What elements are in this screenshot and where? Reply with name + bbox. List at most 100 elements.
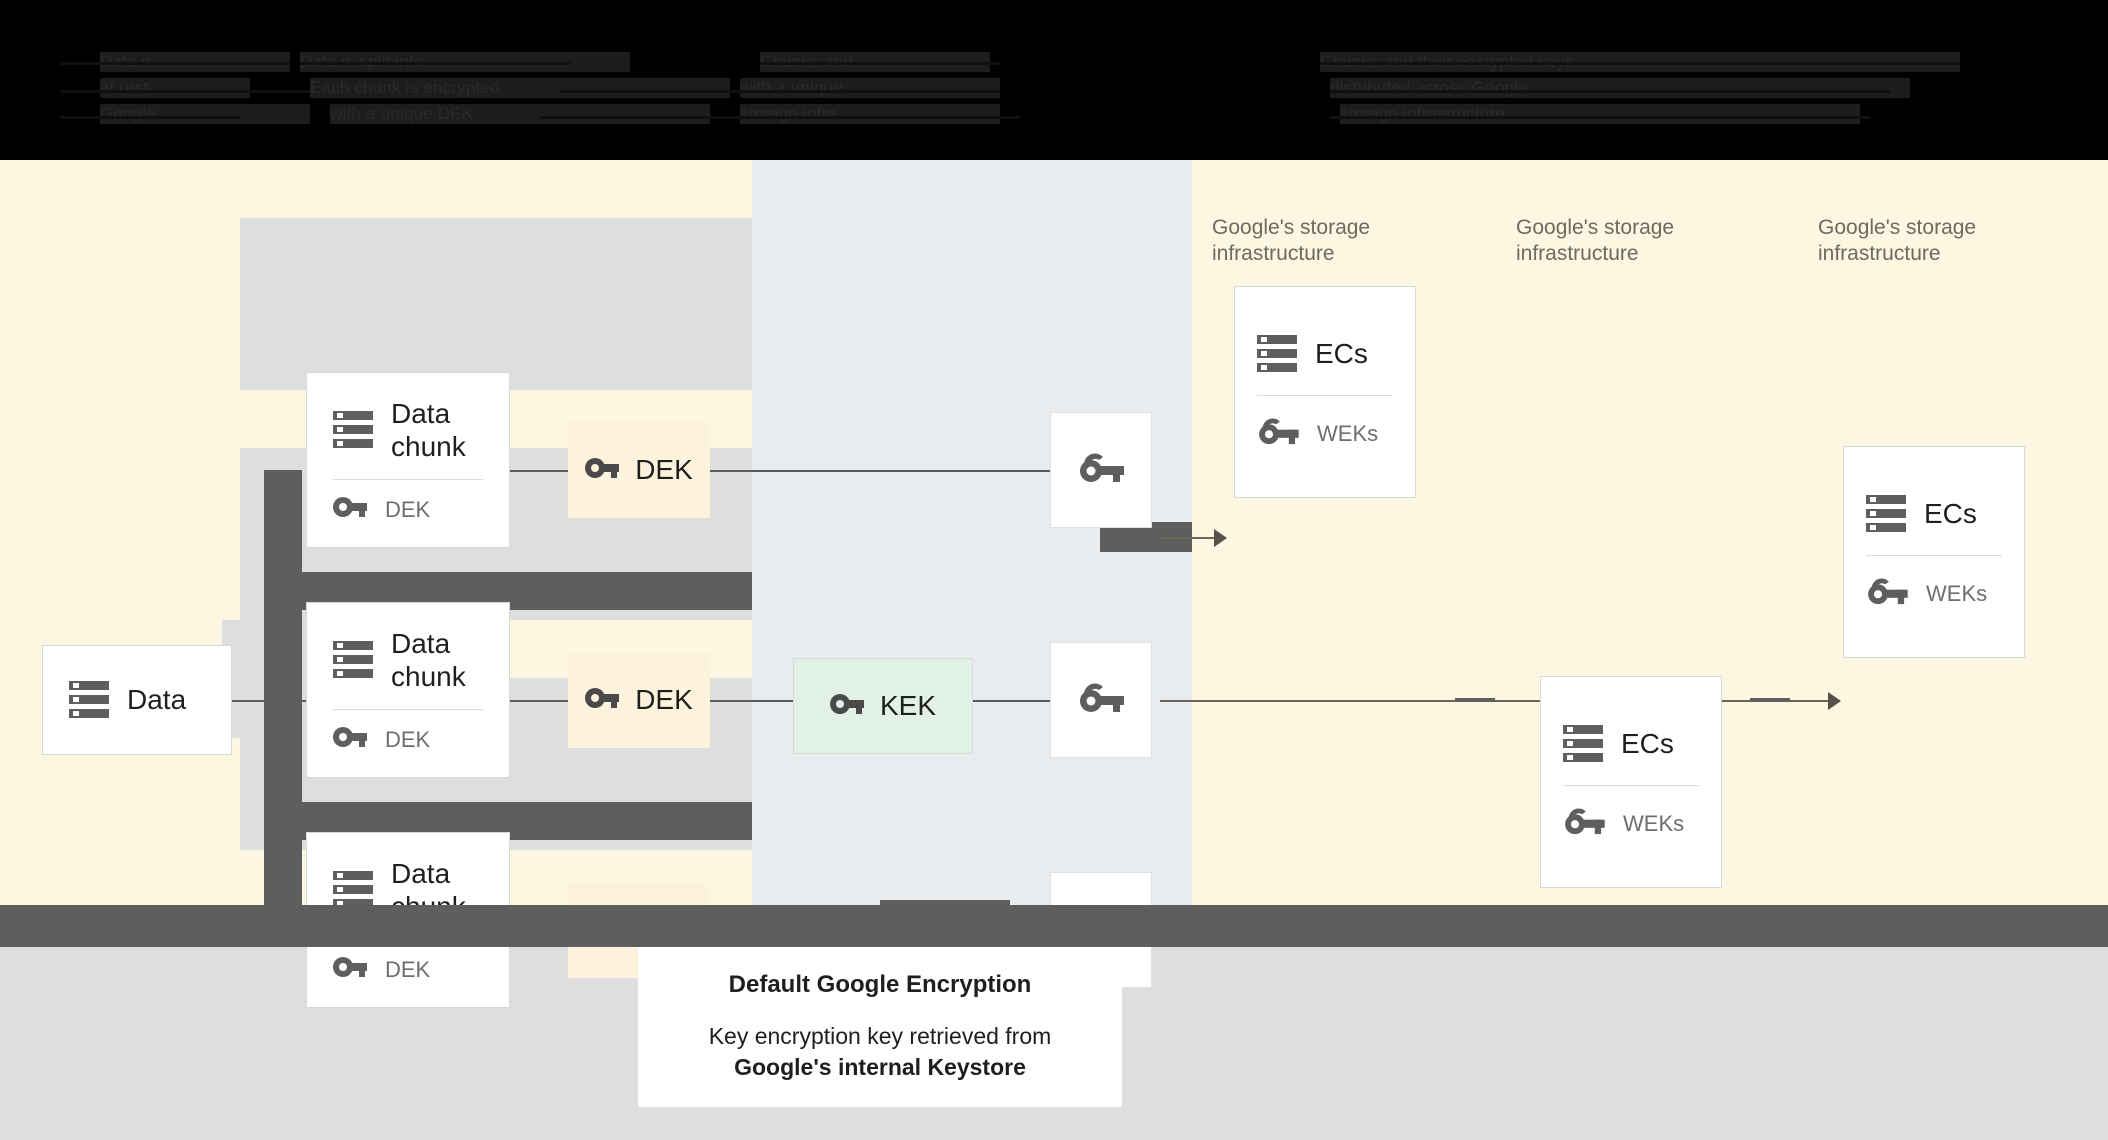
chunk-1-divider [333, 479, 483, 481]
server-icon [333, 411, 373, 449]
redacted-text-5: at rest [100, 78, 250, 98]
arrow-line-2 [1160, 700, 1840, 702]
key-icon [333, 726, 367, 753]
double-key-icon [1078, 683, 1124, 718]
infra-label-1: Google's storage infrastructure [1212, 216, 1371, 265]
key-icon [585, 687, 620, 714]
chunk-2-header: Data chunk [307, 627, 509, 693]
line-chunk2-dek [510, 700, 570, 702]
key-icon [333, 956, 367, 983]
redaction-strike-6 [560, 90, 1000, 93]
redacted-header-bar: Data is Data is split into Chunks and Ch… [0, 0, 2108, 160]
card-data-source-header: Data [43, 681, 231, 719]
chunk-2-key-row: DEK [307, 726, 509, 753]
arrow-head-1 [1214, 529, 1227, 547]
chunk-2-divider [333, 709, 483, 711]
double-key-icon [1257, 417, 1299, 450]
diagram-stage: Data Data chunk DEK Data chunk [0, 160, 2108, 1140]
redaction-strike-7 [1330, 90, 1890, 93]
card-ecs-3[interactable]: ECs WEKs [1540, 676, 1722, 888]
chip-dek-1[interactable]: DEK [568, 422, 710, 518]
double-key-icon [1866, 577, 1908, 610]
ecs-1-divider [1257, 394, 1393, 396]
ecs-1-title: ECs [1315, 337, 1368, 369]
line-data-to-spine [228, 700, 308, 702]
caption-line-1: Key encryption key retrieved from [708, 1022, 1052, 1049]
key-icon [333, 496, 367, 523]
line-dek1-wk1 [710, 470, 1050, 472]
chip-dek-2-label: DEK [635, 684, 693, 715]
ecs-2-title: ECs [1924, 497, 1977, 529]
redaction-strike-10 [1330, 116, 1870, 119]
caption-body: Key encryption key retrieved from Google… [709, 1021, 1052, 1083]
card-ecs-1[interactable]: ECs WEKs [1234, 286, 1416, 498]
redacted-text-11: storage infra [740, 104, 1000, 124]
ecs-3-key-label: WEKs [1623, 810, 1685, 836]
redacted-text-7: with a unique [740, 78, 1000, 98]
chunk-2-key-label: DEK [385, 726, 431, 752]
card-ecs-2[interactable]: ECs WEKs [1843, 446, 2025, 658]
redacted-text-8: distributed across Google [1330, 78, 1910, 98]
ecs-3-key-row: WEKs [1541, 807, 1721, 840]
server-icon [1866, 494, 1906, 533]
ecs-1-key-label: WEKs [1317, 420, 1379, 446]
arrow-head-2 [1828, 692, 1841, 710]
ecs-2-divider [1866, 554, 2002, 556]
redaction-strike-9 [540, 116, 1020, 119]
server-icon [333, 871, 373, 909]
chip-kek[interactable]: KEK [793, 658, 973, 754]
redacted-text-9: Google [100, 104, 310, 124]
chunk-2-title: Data chunk [391, 627, 466, 692]
redaction-band-bottom-left [0, 128, 250, 160]
ecs-2-key-row: WEKs [1844, 577, 2024, 610]
row-band-1 [240, 218, 752, 390]
chunk-3-key-row: DEK [307, 956, 509, 983]
wrapped-key-box-2[interactable] [1050, 642, 1152, 758]
key-icon [829, 693, 864, 720]
redaction-band-top [0, 0, 2108, 42]
chip-dek-2[interactable]: DEK [568, 652, 710, 748]
line-chunk1-dek [510, 470, 570, 472]
chunk-1-key-label: DEK [385, 496, 431, 522]
ecs-3-title: ECs [1621, 727, 1674, 759]
infra-label-3: Google's storage infrastructure [1818, 216, 1977, 265]
redacted-text-12: storage infrastructure [1340, 104, 1860, 124]
line-kek-out [900, 700, 1060, 702]
key-icon [585, 457, 620, 484]
ecs-1-header: ECs [1235, 334, 1415, 373]
bottom-divider-bar [0, 905, 2108, 947]
redaction-strike-5 [60, 90, 310, 93]
server-icon [1563, 724, 1603, 763]
card-data-source-title: Data [127, 684, 187, 716]
ecs-2-header: ECs [1844, 494, 2024, 533]
wrapped-key-box-1[interactable] [1050, 412, 1152, 528]
server-icon [69, 681, 109, 719]
caption-card: Default Google Encryption Key encryption… [638, 947, 1122, 1107]
redaction-strike-1 [60, 62, 290, 65]
redaction-strike-2 [300, 62, 570, 65]
redacted-text-10: with a unique DEK [330, 104, 710, 124]
double-key-icon [1563, 807, 1605, 840]
redaction-strike-4 [1320, 62, 1960, 65]
arrow-tick-2 [1455, 698, 1495, 702]
infra-label-2: Google's storage infrastructure [1516, 216, 1675, 265]
chunk-1-title: Data chunk [391, 397, 466, 462]
redaction-strike-3 [760, 62, 1000, 65]
ecs-3-divider [1563, 784, 1699, 786]
card-data-chunk-2[interactable]: Data chunk DEK [306, 602, 510, 778]
redaction-strike-8 [60, 116, 240, 119]
chunk-1-header: Data chunk [307, 397, 509, 463]
ecs-3-header: ECs [1541, 724, 1721, 763]
redaction-band-bottom [250, 148, 2108, 160]
ecs-1-key-row: WEKs [1235, 417, 1415, 450]
chunk-3-key-label: DEK [385, 956, 431, 982]
chip-kek-label: KEK [879, 690, 937, 721]
caption-line-2: Google's internal Keystore [734, 1054, 1026, 1080]
card-data-source[interactable]: Data [42, 645, 232, 755]
arrow-tick-2b [1750, 698, 1790, 702]
chunk-1-key-row: DEK [307, 496, 509, 523]
card-data-chunk-1[interactable]: Data chunk DEK [306, 372, 510, 548]
ecs-2-key-label: WEKs [1926, 580, 1988, 606]
server-icon [1257, 334, 1297, 373]
chip-dek-1-label: DEK [635, 454, 693, 485]
